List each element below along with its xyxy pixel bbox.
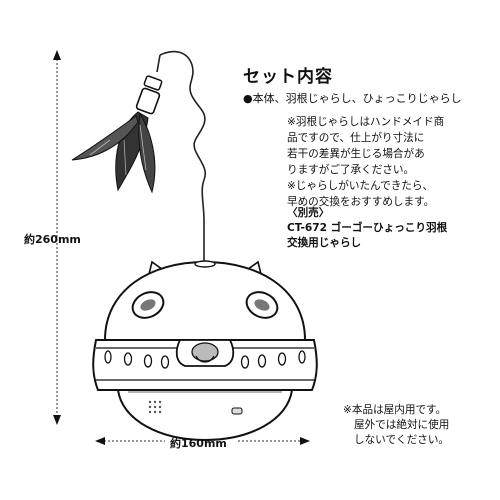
set-contents-title: セット内容	[243, 67, 333, 87]
separately-sold-label: 〈別売〉	[287, 207, 330, 219]
handmade-note: ※羽根じゃらしはハンドメイド商 品ですので、仕上がり寸法に 若干の差異が生じる場…	[287, 114, 492, 210]
width-dimension-label: 約160mm	[170, 437, 227, 450]
eye-hole-right	[245, 291, 279, 319]
indoor-note-line: ※本品は屋内用です。	[343, 404, 447, 416]
note-line: ※羽根じゃらしはハンドメイド商	[287, 116, 445, 128]
eye-hole-left	[131, 291, 165, 319]
note-line: 早めの交換をおすすめします。	[287, 196, 435, 208]
separately-sold-block: 〈別売〉 CT-672 ゴーゴーひょっこり羽根 交換用じゃらし	[287, 206, 497, 251]
center-mouth	[175, 339, 235, 367]
separately-sold-product-2: 交換用じゃらし	[287, 237, 362, 249]
indoor-note-line: しないでください。	[354, 434, 450, 446]
height-dimension-line	[53, 50, 61, 425]
height-dimension-label: 約260mm	[24, 233, 81, 246]
toy-body	[92, 260, 318, 442]
width-dimension-line	[95, 437, 310, 445]
note-line: りますがご了承ください。	[287, 164, 415, 176]
set-contents-line: ●本体、羽根じゃらし、ひょっこりじゃらし	[243, 92, 462, 105]
feather-toy	[71, 75, 163, 194]
note-line: 品ですので、仕上がり寸法に	[287, 132, 425, 144]
speaker-dots	[148, 400, 162, 414]
wire	[159, 50, 207, 262]
band-holes	[104, 350, 306, 369]
indoor-note-line: 屋外では絶対に使用	[354, 419, 450, 431]
note-line: ※じゃらしがいたんできたら、	[287, 180, 434, 192]
indoor-use-note: ※本品は屋内用です。 屋外では絶対に使用 しないでください。	[343, 403, 493, 448]
separately-sold-product: CT-672 ゴーゴーひょっこり羽根	[287, 222, 448, 234]
note-line: 若干の差異が生じる場合があ	[287, 148, 425, 160]
